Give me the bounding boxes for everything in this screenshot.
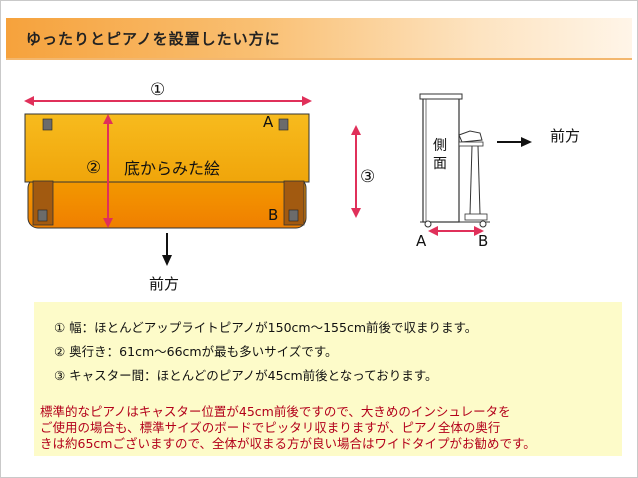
side-view-label-1: 側 (433, 138, 447, 154)
remark-line-3: きは約65cmございますので、全体が収まる方が良い場合はワイドタイプがお勧めです… (40, 436, 536, 451)
caster-marker: ③ (360, 167, 375, 187)
piano-bottom-lower (27, 177, 307, 229)
note-width: ① 幅：ほとんどアップライトピアノが150cm～155cm前後で収まります。 (54, 320, 478, 335)
caster-bottom-left (37, 209, 48, 222)
bottom-view-label: 底からみた絵 (124, 159, 220, 178)
piano-bottom-upper (24, 113, 310, 183)
depth-marker: ② (86, 158, 101, 178)
notes-box: ① 幅：ほとんどアップライトピアノが150cm～155cm前後で収まります。 ②… (34, 302, 622, 456)
side-view-label-2: 面 (433, 156, 447, 172)
side-point-b: B (478, 232, 488, 250)
piano-bottom-view (24, 113, 310, 229)
caster-top-left (42, 118, 53, 131)
piano-side-view (419, 93, 490, 228)
width-marker: ① (150, 80, 165, 100)
caster-top-right (278, 118, 289, 131)
caster-bottom-right (288, 209, 299, 222)
note-depth: ② 奥行き：61cm～66cmが最も多いサイズです。 (54, 344, 338, 359)
front-label-bottom: 前方 (149, 275, 179, 293)
section-header: ゆったりとピアノを設置したい方に (6, 18, 632, 60)
remark-line-2: ご使用の場合も、標準サイズのボードでピッタリ収まりますが、ピアノ全体の奥行 (40, 420, 501, 435)
side-caster-arrow (428, 226, 484, 236)
remark-line-1: 標準的なピアノはキャスター位置が45cm前後ですので、大きめのインシュレータを (40, 404, 511, 419)
width-arrow (24, 96, 312, 106)
front-label-side: 前方 (550, 127, 580, 145)
point-a-label: A (263, 113, 274, 131)
piano-diagram: ① ② 底からみた絵 ③ A B 前方 側 面 (24, 80, 580, 293)
depth-arrow (103, 114, 113, 228)
page-title: ゆったりとピアノを設置したい方に (26, 30, 281, 48)
front-arrow-right (497, 137, 532, 147)
front-arrow-down (162, 233, 172, 266)
caster-distance-arrow (351, 125, 361, 218)
note-caster: ③ キャスター間：ほとんどのピアノが45cm前後となっております。 (54, 368, 438, 383)
point-b-label: B (268, 206, 278, 224)
side-point-a: A (416, 232, 427, 250)
